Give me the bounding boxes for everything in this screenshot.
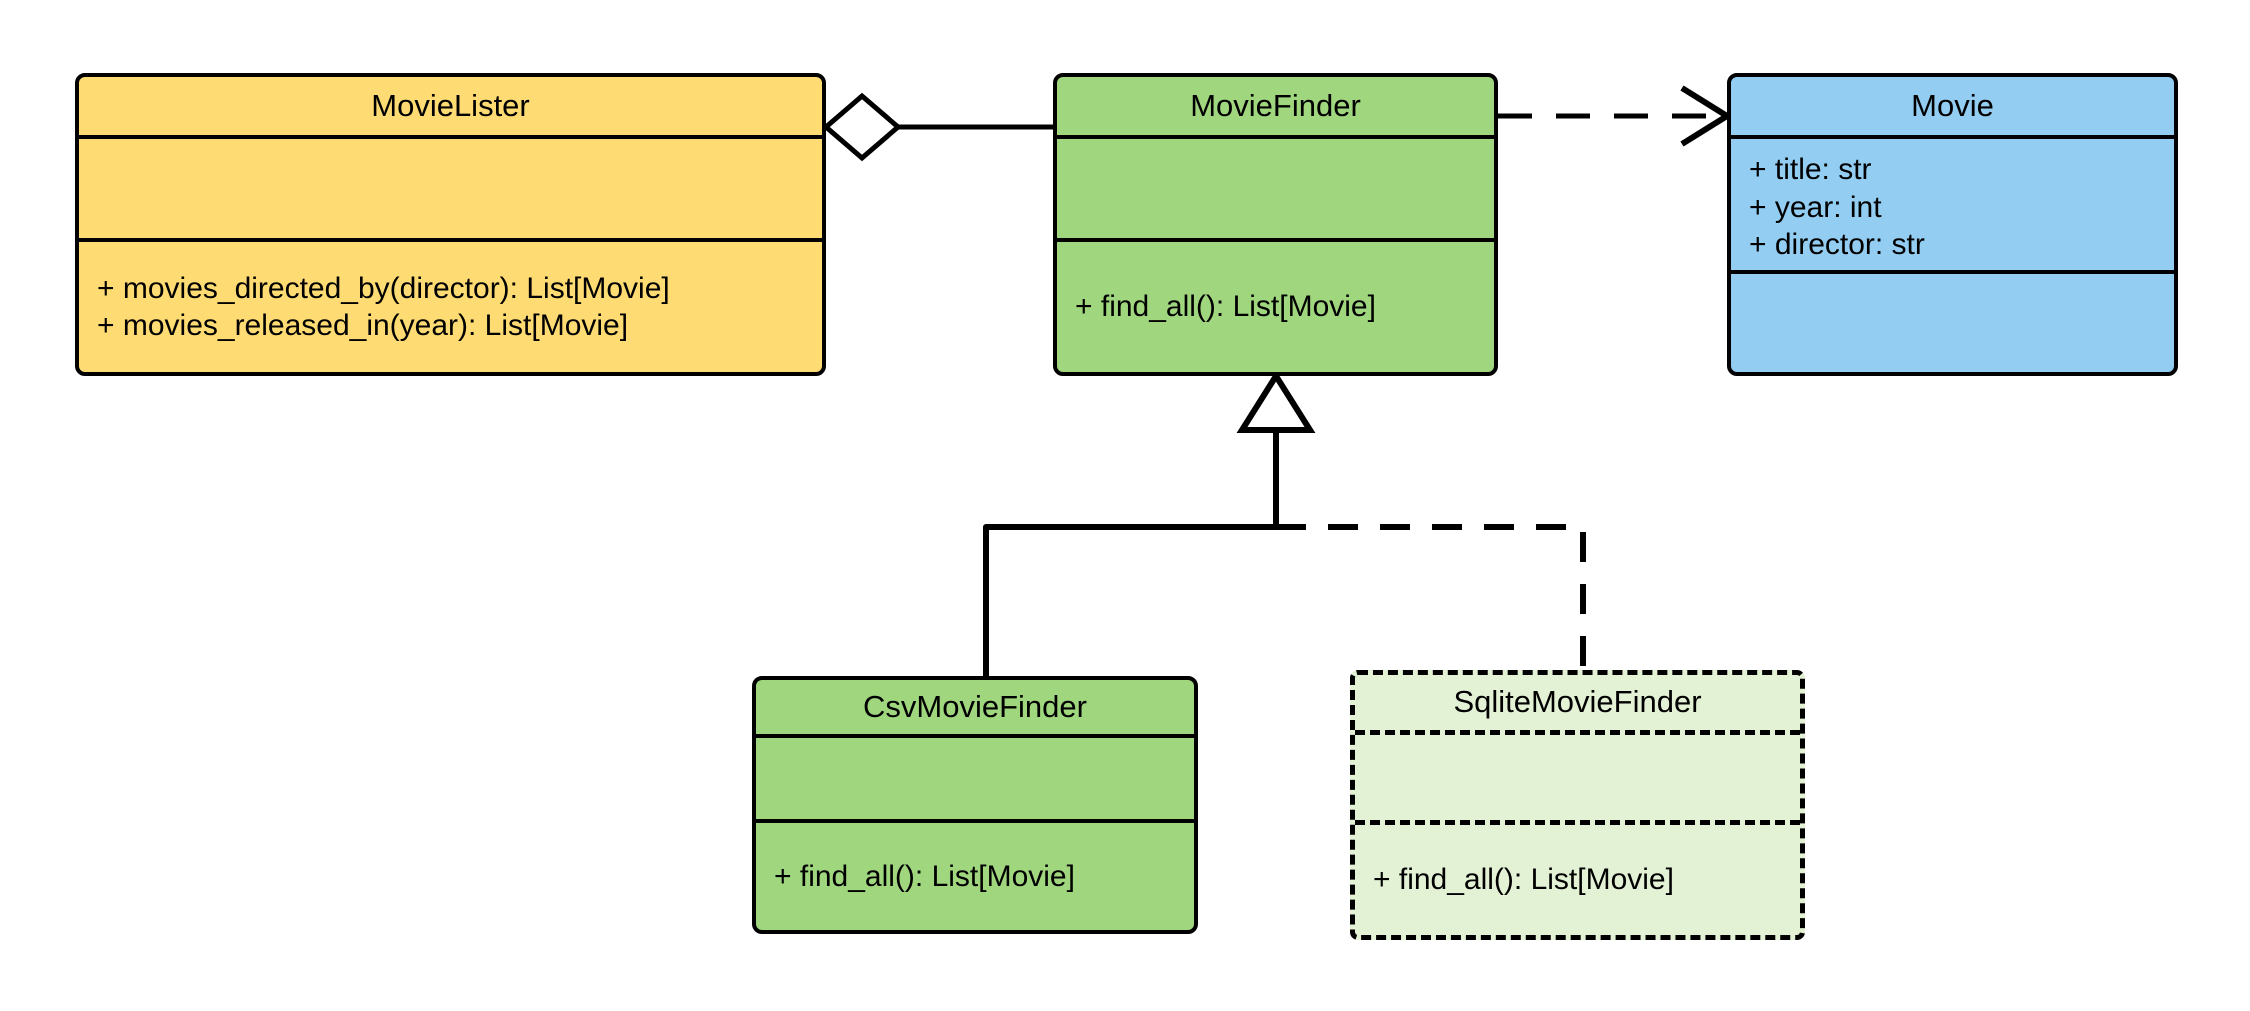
method-item: + find_all(): List[Movie] [1373,863,1674,897]
method-item: + movies_directed_by(director): List[Mov… [97,271,670,305]
method-item: + find_all(): List[Movie] [1075,290,1376,324]
class-name-label: Movie [1911,87,1994,123]
sqlite-branch-line [1276,524,1586,670]
class-box-movie[interactable]: Movie + title: str + year: int + directo… [1727,73,2178,376]
hollow-diamond-icon [822,92,902,162]
attribute-item: + director: str [1749,228,1925,261]
dependency-connector [1498,85,1733,147]
class-attributes-compartment [79,139,822,242]
open-arrow-icon [1680,85,1733,147]
class-attributes-compartment [756,738,1194,823]
class-title-compartment: SqliteMovieFinder [1355,675,1800,735]
inheritance-connector [1236,370,1316,527]
class-attributes-compartment [1057,139,1494,242]
class-title-compartment: MovieLister [79,77,822,139]
attribute-item: + year: int [1749,190,1882,224]
attribute-item: + title: str [1749,153,1872,186]
method-item: + find_all(): List[Movie] [774,859,1075,893]
method-item: + movies_released_in(year): List[Movie] [97,309,629,342]
class-attributes-compartment: + title: str + year: int + director: str [1731,139,2174,274]
aggregation-connector [822,92,1053,162]
csv-branch-line [983,524,1276,676]
class-methods-compartment: + find_all(): List[Movie] [1057,242,1494,372]
class-name-label: SqliteMovieFinder [1453,684,1702,720]
class-methods-compartment [1731,274,2174,372]
class-box-movie-lister[interactable]: MovieLister + movies_directed_by(directo… [75,73,826,376]
class-methods-compartment: + find_all(): List[Movie] [1355,825,1800,935]
csv-generalization-branch [983,524,1276,676]
class-box-csv-movie-finder[interactable]: CsvMovieFinder + find_all(): List[Movie] [752,676,1198,934]
class-methods-compartment: + find_all(): List[Movie] [756,823,1194,930]
class-name-label: MovieLister [371,87,530,123]
class-box-movie-finder[interactable]: MovieFinder + find_all(): List[Movie] [1053,73,1498,376]
class-name-label: CsvMovieFinder [863,688,1087,724]
class-box-sqlite-movie-finder[interactable]: SqliteMovieFinder + find_all(): List[Mov… [1350,670,1805,940]
sqlite-realization-branch [1276,524,1586,670]
class-methods-compartment: + movies_directed_by(director): List[Mov… [79,242,822,372]
class-name-label: MovieFinder [1190,87,1361,123]
class-title-compartment: Movie [1731,77,2174,139]
class-title-compartment: MovieFinder [1057,77,1494,139]
class-attributes-compartment [1355,735,1800,825]
hollow-triangle-icon [1236,370,1316,433]
class-title-compartment: CsvMovieFinder [756,680,1194,738]
